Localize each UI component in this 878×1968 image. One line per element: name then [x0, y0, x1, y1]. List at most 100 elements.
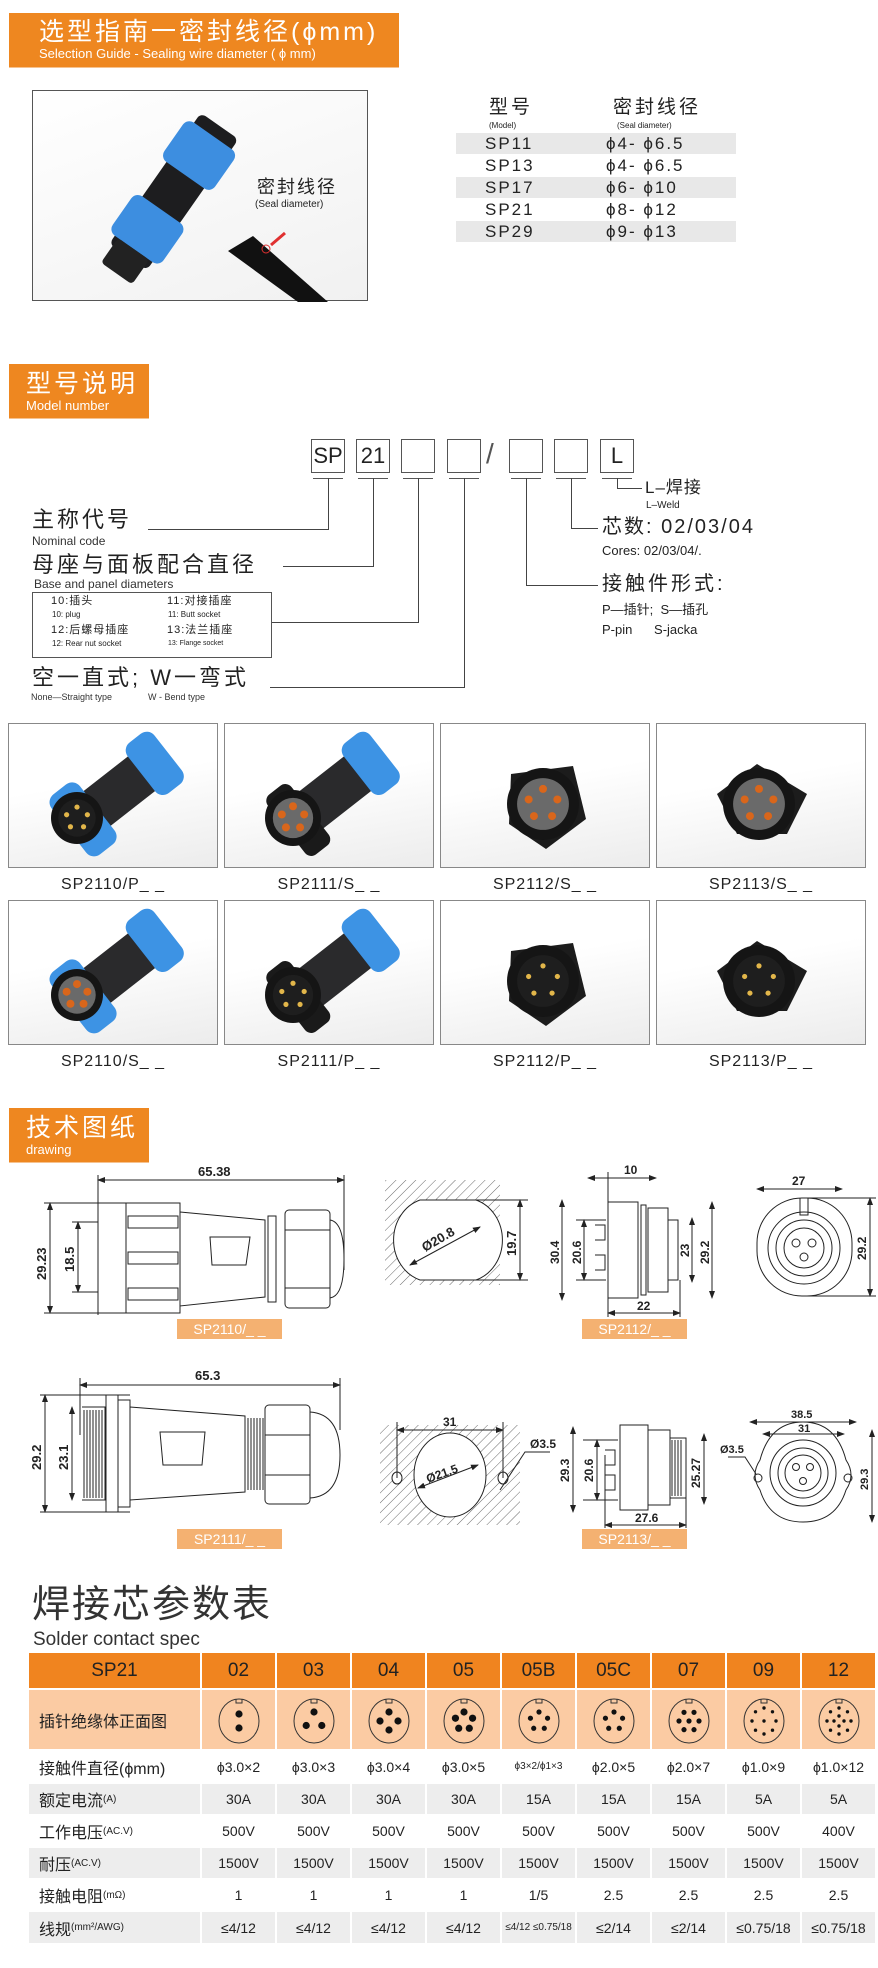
- seal-table-header-model: 型号: [489, 97, 534, 118]
- product-card: [224, 723, 434, 868]
- straight-bend-label: 空一直式; W一弯式: [32, 665, 249, 690]
- spec-cell: ϕ3.0×5: [427, 1751, 500, 1782]
- section-header-model-number: 型号说明 Model number: [9, 364, 149, 418]
- spec-header-cell: 03: [277, 1653, 350, 1688]
- pin-dot: [836, 1723, 841, 1728]
- spec-cell: ≤0.75/18: [727, 1912, 800, 1943]
- pin-dot: [761, 1731, 766, 1736]
- pin-dot: [845, 1727, 849, 1732]
- spec-cell: 30A: [202, 1784, 275, 1814]
- dim-d7-b: 20.6: [582, 1458, 596, 1482]
- pin-layout-diagram: [368, 1698, 409, 1743]
- technical-drawings: 65.38 29.23 18.5 Ø20.8 19.7 10 30.4 20.6…: [29, 1163, 876, 1528]
- seal-model: SP13: [485, 156, 535, 175]
- spec-cell: ϕ3.0×4: [352, 1751, 425, 1782]
- pin-dot: [530, 1725, 536, 1731]
- spec-cell: ≤4/12: [427, 1912, 500, 1943]
- product-label: SP2113/S_ _: [708, 876, 814, 893]
- pin-dot: [317, 1721, 325, 1729]
- pin-dot: [836, 1731, 841, 1736]
- code-box-shape: [447, 439, 481, 473]
- spec-row-unit: (AC.V): [103, 1825, 134, 1837]
- pin-layout-diagram: [818, 1698, 859, 1743]
- pin-dot: [749, 1718, 754, 1723]
- type-10: 10:插头: [51, 595, 94, 607]
- spec-header-cell: 02: [202, 1653, 275, 1688]
- selection-guide-title: 选型指南一密封线径(ϕmm): [39, 18, 379, 46]
- cores-en: Cores: 02/03/04/.: [602, 543, 702, 558]
- pin-dot: [690, 1709, 697, 1715]
- pin-dot: [459, 1707, 468, 1716]
- spec-cell: 15A: [652, 1784, 725, 1814]
- spec-row-label: 工作电压(AC.V): [29, 1816, 200, 1846]
- dim-d8-width-outer: 38.5: [791, 1409, 812, 1421]
- spec-row-label: 线规(mm²/AWG): [29, 1912, 200, 1943]
- pin-dot: [770, 1709, 774, 1714]
- section-header-drawing: 技术图纸 drawing: [9, 1108, 149, 1162]
- code-box-cores: [554, 439, 588, 473]
- product-card: [224, 900, 434, 1045]
- spec-cell: 15A: [502, 1784, 575, 1814]
- spec-cell: 15A: [577, 1784, 650, 1814]
- spec-cell: 5A: [727, 1784, 800, 1814]
- product-card: [656, 723, 866, 868]
- pin-layout-diagram: [593, 1698, 634, 1743]
- pin-dot: [753, 1727, 757, 1732]
- connector-photo: [717, 941, 807, 1017]
- dim-d6-width: 31: [443, 1415, 457, 1429]
- pin-dot: [690, 1726, 697, 1732]
- product-label: SP2112/S_ _: [492, 876, 598, 893]
- pin-layout-diagram: [293, 1698, 334, 1743]
- spec-cell: 500V: [577, 1816, 650, 1846]
- type-legend-box: 10:插头 10: plug 11:对接插座 11: Butt socket 1…: [32, 592, 272, 658]
- pin-layout-cell: [577, 1690, 650, 1749]
- spec-cell: ϕ2.0×7: [652, 1751, 725, 1782]
- model-number-subtitle: Model number: [26, 398, 110, 413]
- pin-layout-diagram: [443, 1698, 484, 1743]
- dim-d5-height: 29.2: [29, 1445, 44, 1470]
- section-header-selection-guide: 选型指南一密封线径(ϕmm) Selection Guide - Sealing…: [9, 13, 399, 67]
- spec-row-unit: (AC.V): [71, 1857, 102, 1869]
- bend-type-en: W - Bend type: [148, 692, 206, 702]
- spec-cell: ϕ3.0×2: [202, 1751, 275, 1782]
- pin-dot: [384, 1707, 393, 1716]
- pin-layout-cell: [727, 1690, 800, 1749]
- seal-table-header-model-en: (Model): [489, 121, 517, 130]
- code-box-type: [401, 439, 435, 473]
- pin-dot: [824, 1718, 829, 1723]
- dim-d3-bottom: 22: [637, 1299, 651, 1313]
- contact-form-label: 接触件形式:: [602, 573, 726, 595]
- seal-table-header-seal-en: (Seal diameter): [617, 121, 672, 130]
- code-box-weld: L: [600, 439, 634, 473]
- pin-dot: [454, 1724, 462, 1732]
- spec-row-label-text: 接触电阻: [39, 1889, 104, 1906]
- code-box-size: 21: [356, 439, 390, 473]
- dim-d7-bottom: 27.6: [635, 1511, 659, 1525]
- pin-layout-cell: [427, 1690, 500, 1749]
- pin-dot: [841, 1718, 846, 1723]
- spec-cell: 400V: [802, 1816, 875, 1846]
- spec-header-cell: 05: [427, 1653, 500, 1688]
- spec-title: 焊接芯参数表: [32, 1584, 273, 1626]
- spec-row-label-text: 工作电压: [39, 1825, 104, 1842]
- seal-value: ϕ9- ϕ13: [606, 222, 678, 241]
- connector-photo: [265, 908, 400, 1033]
- spec-cell: 30A: [427, 1784, 500, 1814]
- pin-layout-cell: [652, 1690, 725, 1749]
- spec-cell: 30A: [277, 1784, 350, 1814]
- spec-row-label-text: 接触件直径(ϕmm): [39, 1760, 166, 1778]
- drawing-panel-cutout-flange: 31 Ø21.5 Ø3.5: [380, 1415, 556, 1525]
- drawing-front-round: 27 29.2: [756, 1174, 876, 1297]
- pin-dot: [234, 1723, 243, 1732]
- spec-cell: 2.5: [652, 1880, 725, 1910]
- pin-dot: [393, 1716, 402, 1725]
- spec-header-cell: 05B: [502, 1653, 575, 1688]
- weld-en: L–Weld: [646, 500, 680, 511]
- dim-d3-b: 20.6: [570, 1240, 584, 1264]
- pin-layout-diagram: [218, 1698, 259, 1743]
- pin-layout-cell: [802, 1690, 875, 1749]
- spec-cell: 1: [352, 1880, 425, 1910]
- seal-model: SP17: [485, 178, 535, 197]
- spec-cell: ≤0.75/18: [802, 1912, 875, 1943]
